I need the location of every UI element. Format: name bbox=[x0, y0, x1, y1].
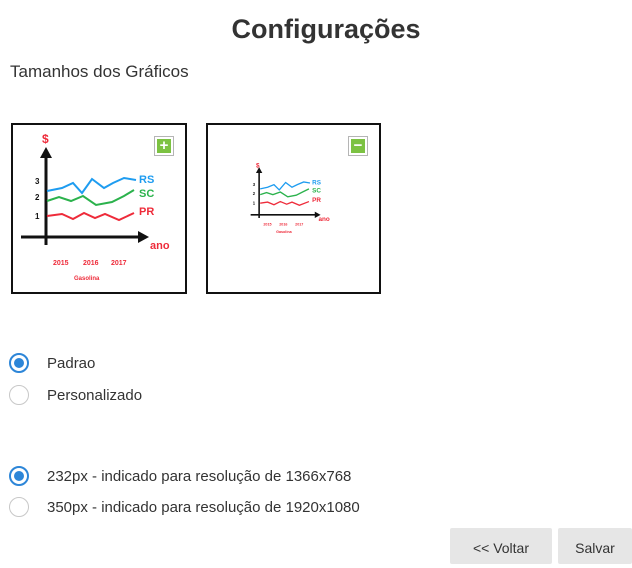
chart-size-large-thumbnail[interactable]: $ 3 2 1 RS SC PR ano 2015 2016 2017 Gaso… bbox=[11, 123, 187, 294]
zoom-in-button[interactable]: + bbox=[154, 136, 174, 156]
series-label-pr: PR bbox=[312, 197, 321, 204]
resolution-option-232px[interactable]: 232px - indicado para resolução de 1366x… bbox=[9, 466, 351, 486]
radio-label: 350px - indicado para resolução de 1920x… bbox=[47, 498, 360, 516]
x-axis-label: ano bbox=[150, 240, 170, 252]
y-tick: 3 bbox=[253, 182, 256, 187]
series-label-rs: RS bbox=[139, 174, 154, 186]
x-tick: 2016 bbox=[83, 260, 99, 267]
x-axis-arrow bbox=[314, 211, 321, 218]
x-tick: 2015 bbox=[263, 222, 271, 226]
back-button[interactable]: << Voltar bbox=[450, 528, 552, 564]
radio-label: Personalizado bbox=[47, 386, 143, 404]
currency-label: $ bbox=[42, 132, 49, 146]
x-axis-arrow bbox=[138, 231, 149, 243]
radio-label: Padrao bbox=[47, 354, 96, 372]
series-line-rs bbox=[260, 181, 311, 191]
chart-caption: Gasolina bbox=[74, 276, 100, 282]
y-tick: 2 bbox=[35, 193, 40, 202]
series-label-rs: RS bbox=[312, 180, 321, 187]
y-tick: 2 bbox=[253, 191, 256, 196]
series-line-rs bbox=[46, 176, 137, 195]
large-chart-illustration: $ 3 2 1 RS SC PR ano 2015 2016 2017 Gaso… bbox=[21, 132, 170, 282]
zoom-out-button[interactable]: − bbox=[348, 136, 368, 156]
series-line-sc bbox=[259, 188, 310, 198]
y-axis-arrow bbox=[255, 167, 263, 173]
series-label-sc: SC bbox=[139, 188, 154, 200]
minus-icon: − bbox=[351, 138, 365, 153]
save-button[interactable]: Salvar bbox=[558, 528, 632, 564]
radio-label: 232px - indicado para resolução de 1366x… bbox=[47, 467, 352, 485]
radio-button[interactable] bbox=[9, 466, 29, 486]
page-title: Configurações bbox=[231, 14, 421, 44]
series-line-pr bbox=[46, 211, 135, 222]
series-line-pr bbox=[260, 200, 310, 206]
x-tick: 2015 bbox=[53, 260, 69, 267]
x-tick: 2017 bbox=[295, 222, 303, 226]
plus-icon: + bbox=[157, 138, 171, 153]
radio-button[interactable] bbox=[9, 497, 29, 517]
series-label-pr: PR bbox=[139, 206, 154, 218]
x-tick: 2017 bbox=[111, 260, 127, 267]
y-tick: 3 bbox=[35, 177, 40, 186]
series-label-sc: SC bbox=[312, 188, 321, 195]
x-axis-label: ano bbox=[318, 216, 329, 223]
resolution-option-350px[interactable]: 350px - indicado para resolução de 1920x… bbox=[9, 497, 360, 517]
currency-label: $ bbox=[256, 163, 260, 170]
series-line-sc bbox=[46, 189, 135, 207]
chart-caption: Gasolina bbox=[276, 230, 293, 234]
size-mode-option-personalizado[interactable]: Personalizado bbox=[9, 385, 142, 405]
radio-button[interactable] bbox=[9, 385, 29, 405]
section-title: Tamanhos dos Gráficos bbox=[10, 62, 189, 81]
x-tick: 2016 bbox=[279, 222, 287, 226]
y-axis-arrow bbox=[40, 147, 52, 158]
radio-button[interactable] bbox=[9, 353, 29, 373]
chart-size-small-thumbnail[interactable]: $ 3 2 1 RS SC PR ano 2015 2016 2017 Gaso… bbox=[206, 123, 381, 294]
y-tick: 1 bbox=[253, 201, 256, 206]
y-tick: 1 bbox=[35, 212, 40, 221]
small-chart-illustration: $ 3 2 1 RS SC PR ano 2015 2016 2017 Gaso… bbox=[250, 163, 330, 234]
size-mode-option-padrao[interactable]: Padrao bbox=[9, 353, 95, 373]
